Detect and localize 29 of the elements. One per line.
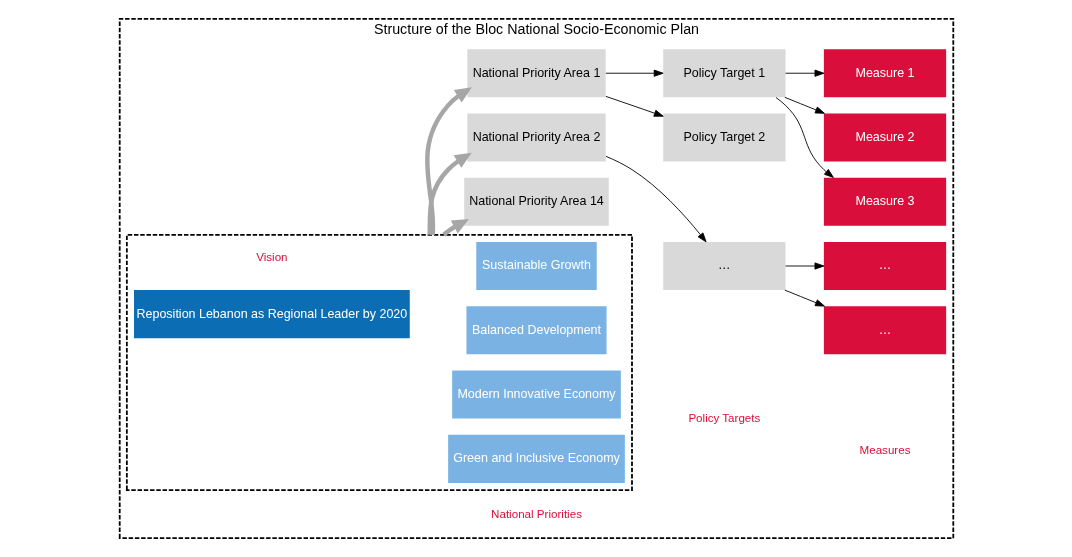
label: Policy Targets [687, 410, 760, 424]
node-box: Modern Innovative Economy [451, 370, 621, 419]
cluster [125, 233, 633, 491]
arrow [775, 97, 834, 178]
arrow [783, 289, 825, 307]
label: Vision [255, 250, 288, 264]
node-box: … [662, 241, 785, 291]
node-box: National Priority Area 1 [466, 49, 606, 98]
node-box: Policy Target 2 [662, 113, 785, 162]
node-box: Green and Inclusive Economy [447, 434, 625, 483]
arrow [604, 69, 664, 77]
node-box: Measure 1 [823, 49, 946, 98]
node-box: … [823, 241, 946, 291]
node-box: Balanced Development [465, 306, 607, 355]
label: Measures [859, 442, 910, 456]
arrow [784, 262, 824, 270]
node-box: Measure 2 [823, 113, 946, 162]
label: National Priorities [490, 507, 582, 521]
node-box: National Priority Area 2 [466, 113, 606, 162]
node-box: Policy Target 1 [662, 49, 785, 98]
node-box: Measure 3 [823, 177, 946, 226]
arrow [604, 95, 664, 117]
node-box: Sustainable Growth [475, 241, 597, 291]
arrow [783, 96, 825, 114]
node-box: … [823, 306, 946, 355]
arrow [784, 69, 824, 77]
node-box: National Priority Area 14 [463, 177, 609, 226]
arrow [604, 155, 706, 243]
node-box: Reposition Lebanon as Regional Leader by 2020 [133, 290, 410, 339]
